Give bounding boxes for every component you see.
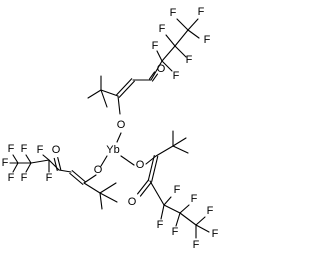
cf-bond [187,29,200,39]
fluorine-atom: F [212,228,219,240]
oxygen-atom: O [157,63,166,75]
o-yb-bond [116,132,122,143]
carbonyl-bond [53,157,58,171]
ytterbium-atom: Yb [106,144,119,156]
fluorine-atom: F [159,23,166,35]
backbone-bond [155,145,174,157]
cf-bond [12,154,19,164]
enolate-bond [83,174,97,184]
fluorine-atom: F [8,143,15,155]
cf-bond [195,216,206,226]
backbone-bond [174,29,189,47]
cf-bond [163,196,172,206]
c-c-double-bond [151,155,159,182]
tbutyl-bond [83,182,101,194]
cf-bond [195,224,210,233]
tbutyl-bond [172,145,189,154]
fluorine-atom: F [207,205,214,217]
fluorine-atom: F [173,70,180,82]
c-c-double-bond [147,155,155,182]
fluorine-atom: F [46,172,53,184]
oxygen-atom: O [128,196,137,208]
fluorine-atom: F [2,157,9,169]
tbutyl-bond [100,89,119,97]
cf-bond [160,204,165,220]
enolate-bond [117,95,121,115]
bonds-layer [9,18,210,239]
backbone-bond [179,212,197,226]
c-c-double-bond [116,78,133,96]
fluorine-atom: F [204,34,211,46]
backbone-bond [149,180,165,206]
carbonyl-bond [148,71,156,80]
tbutyl-bond [87,89,102,99]
carbonyl-bond [151,73,159,82]
backbone-bond [161,45,176,62]
c-c-double-bond [71,170,86,183]
backbone-bond [163,204,181,214]
fluorine-atom: F [172,226,179,238]
cf-bond [25,154,32,164]
fluorine-atom: F [8,172,15,184]
cf-bond [175,212,181,227]
fluorine-atom: F [37,144,44,156]
fluorine-atom: F [174,184,181,196]
cf-bond [174,45,187,58]
backbone-bond [58,169,72,173]
carbonyl-bond [137,179,150,195]
o-yb-bond [120,155,135,166]
fluorine-atom: F [152,40,159,52]
oxygen-atom: O [117,119,126,131]
fluorine-atom: F [193,239,200,251]
cf-bond [12,162,19,173]
c-c-double-bond [69,172,84,185]
tbutyl-bond [99,192,118,203]
cf-bond [42,154,50,161]
tbutyl-bond [99,192,103,210]
oxygen-atom: O [136,159,145,171]
enolate-bond [145,155,157,165]
carbonyl-bond [139,181,152,197]
tbutyl-bond [99,182,117,194]
cf-bond [161,60,173,72]
cf-bond [176,18,189,31]
carbonyl-bond [57,157,62,171]
cf-bond [179,204,190,214]
o-yb-bond [100,155,108,167]
cf-bond [25,162,32,173]
c-c-double-bond [118,80,135,98]
fluorine-atom: F [21,143,28,155]
fluorine-atom: F [21,172,28,184]
tbutyl-bond [100,89,108,108]
oxygen-atom: O [52,144,61,156]
fluorine-atom: F [157,219,164,231]
backbone-bond [48,159,60,171]
backbone-bond [150,60,163,81]
backbone-bond [30,159,50,164]
fluorine-atom: F [198,6,205,18]
cf-bond [156,50,163,62]
cf-bond [187,18,199,31]
oxygen-atom: O [94,164,103,176]
cf-bond [165,34,176,47]
fluorine-atom: F [186,54,193,66]
tbutyl-bond [172,137,187,147]
fluorine-atom: F [191,193,198,205]
fluorine-atom: F [170,7,177,19]
